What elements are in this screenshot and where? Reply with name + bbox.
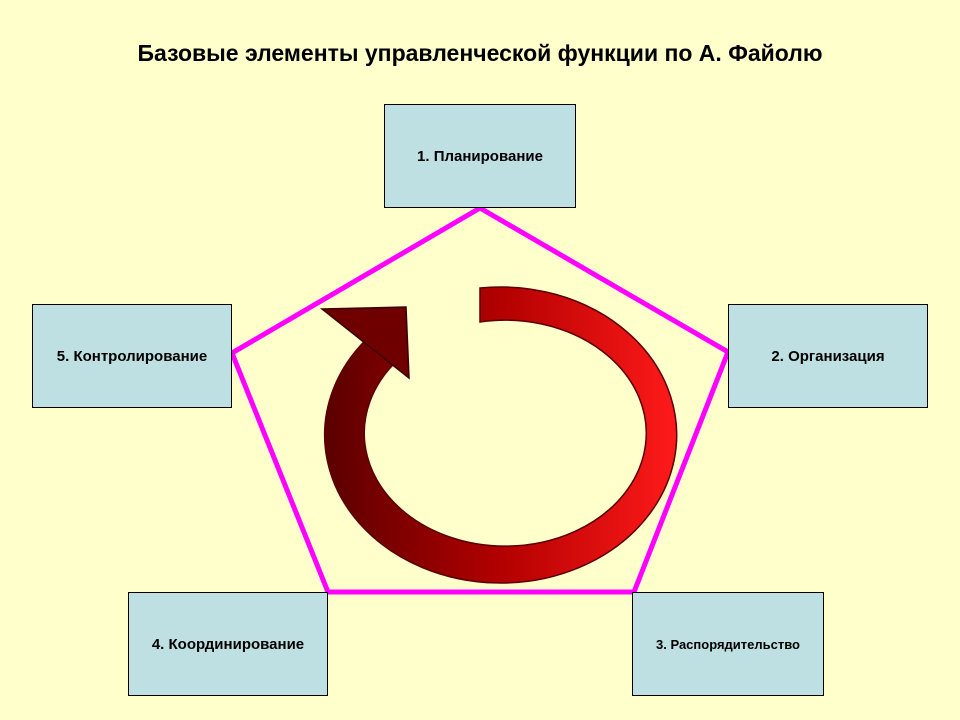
box-directing: 3. Распорядительство bbox=[632, 592, 824, 696]
pentagon-outline bbox=[228, 205, 732, 595]
page-title: Базовые элементы управленческой функции … bbox=[137, 40, 823, 66]
box-planning: 1. Планирование bbox=[384, 104, 576, 208]
box-planning-label: 1. Планирование bbox=[417, 147, 543, 165]
cycle-arrow-head bbox=[319, 306, 410, 380]
box-coordination-label: 4. Координирование bbox=[151, 635, 305, 653]
box-directing-label: 3. Распорядительство bbox=[655, 636, 800, 652]
box-organization-label: 2. Организация bbox=[771, 347, 885, 365]
box-control: 5. Контролирование bbox=[32, 304, 232, 408]
cycle-arrow-body bbox=[323, 286, 678, 584]
box-coordination: 4. Координирование bbox=[128, 592, 328, 696]
box-control-label: 5. Контролирование bbox=[56, 347, 208, 365]
box-organization: 2. Организация bbox=[728, 304, 928, 408]
